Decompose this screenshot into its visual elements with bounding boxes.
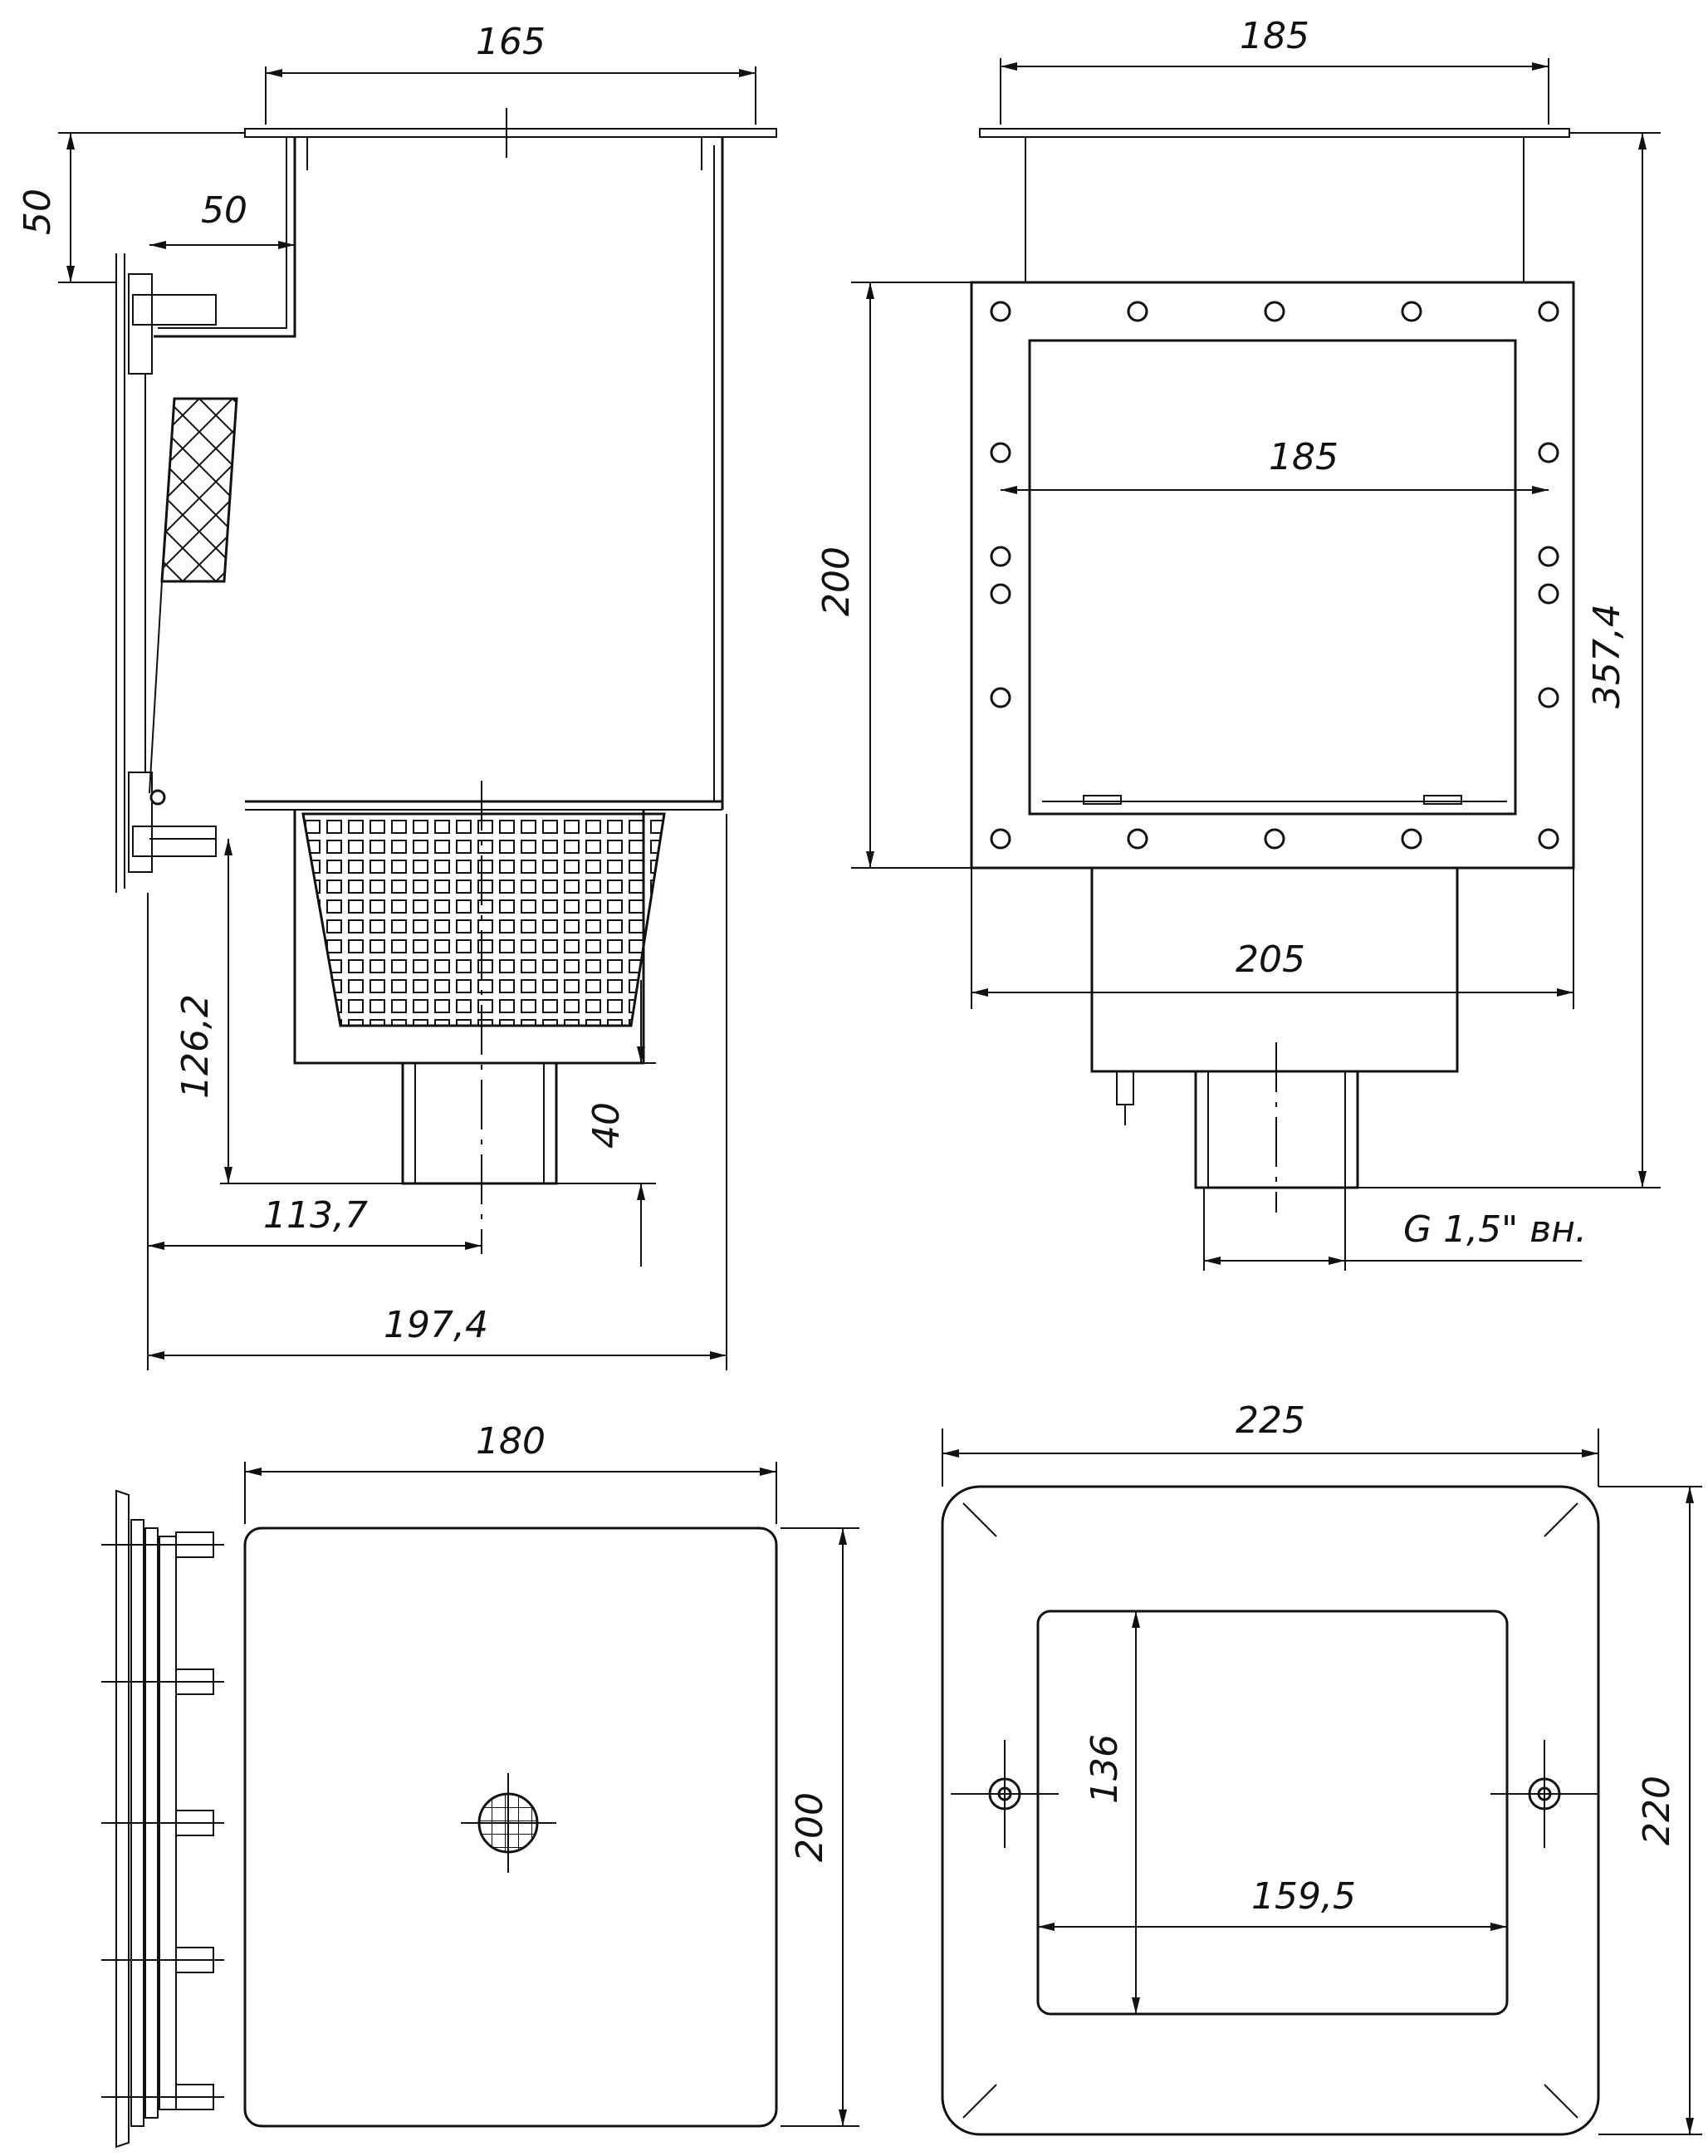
filter-basket	[301, 812, 666, 1027]
front-top-lip	[979, 128, 1570, 138]
dim-body-height-label: 200	[789, 1792, 831, 1862]
dim-left-offset-label: 50	[201, 189, 247, 232]
clamp-bottom	[128, 772, 153, 873]
dim-outlet-axis-label: 113,7	[263, 1194, 368, 1237]
dim-window-height-label: 136	[1084, 1734, 1126, 1804]
outlet-pipe	[401, 1061, 558, 1185]
dim-overall-depth-label: 197,4	[384, 1304, 488, 1346]
dim-pipe-length-label: 40	[585, 1102, 628, 1149]
dim-front-inner-width-label: 185	[1269, 436, 1339, 478]
top-flange	[244, 128, 777, 138]
dim-thread-label: G 1,5" вн.	[1403, 1208, 1587, 1251]
mounting-studs	[101, 1531, 224, 2110]
front-opening	[1028, 339, 1517, 816]
side-section-view: 165 50 50 126,2 40 113,7 197,4	[17, 21, 777, 1370]
drain-valve	[1116, 1071, 1134, 1105]
faceplate-profile	[115, 1489, 130, 2149]
dim-flange-offset-label: 50	[17, 189, 59, 235]
flange-bolt-holes	[990, 301, 1559, 850]
front-wall	[115, 253, 125, 893]
dim-front-flange-height-label: 200	[815, 546, 858, 616]
dim-front-overall-height-label: 357,4	[1586, 604, 1628, 708]
faceplate-outer	[941, 1485, 1600, 2136]
flap-rod	[149, 581, 163, 794]
faceplate-screws	[951, 1740, 1598, 1848]
dim-window-width-label: 159,5	[1251, 1875, 1356, 1918]
dim-front-top-width-label: 185	[1240, 15, 1309, 57]
dim-outlet-height-label: 126,2	[174, 994, 217, 1099]
faceplate-side-view: 180 200	[101, 1420, 859, 2149]
dim-faceplate-height-label: 220	[1636, 1776, 1678, 1845]
dim-faceplate-width-label: 225	[1236, 1399, 1305, 1442]
body-left-wall-inner	[158, 137, 287, 329]
faceplate-window	[1036, 1610, 1509, 2016]
bolt-top	[132, 294, 217, 326]
dim-top-width-label: 165	[476, 21, 546, 63]
body-square	[243, 1526, 778, 2128]
faceplate-front-view: 225 220 136 159,5	[941, 1399, 1702, 2136]
front-flange	[970, 281, 1575, 870]
bolt-bottom	[132, 826, 217, 857]
front-body-upper	[1025, 136, 1524, 283]
weir-flap	[160, 397, 238, 583]
front-view: 185 185 200 357,4 205 G 1,5" вн.	[815, 15, 1661, 1271]
body-left-wall	[154, 137, 296, 338]
dim-front-flange-width-label: 205	[1236, 938, 1305, 981]
flap-hinge	[149, 789, 166, 806]
dim-body-width-label: 180	[476, 1420, 546, 1463]
